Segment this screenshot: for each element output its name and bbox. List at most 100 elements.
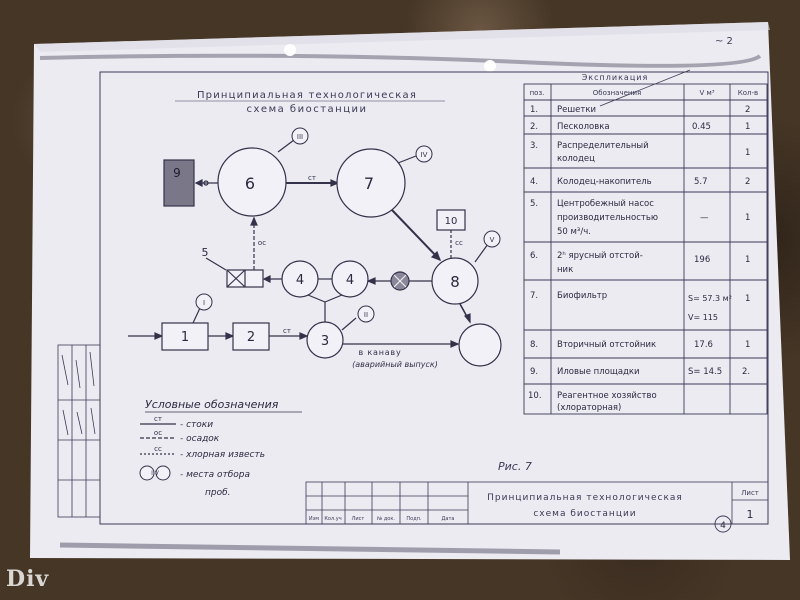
col-header-volume: V м³ (699, 89, 714, 97)
legend-title: Условные обозначения (145, 398, 279, 411)
col-header-qty: Кол-в (738, 89, 758, 97)
legend-text-sampling: - места отбора (180, 470, 250, 480)
arrow-head (430, 250, 442, 262)
sample-marker-V-label: V (490, 236, 495, 244)
table-row-vol-l2: V= 115 (688, 313, 718, 322)
table-row-name: Песколовка (557, 122, 610, 132)
node-4b-label: 4 (346, 273, 354, 288)
arrow-head (464, 313, 471, 324)
stamp-circle-number: 4 (720, 521, 726, 531)
table-row-name: Решетки (557, 105, 596, 115)
table-row-pos: 4. (530, 177, 538, 187)
table-row-qty: 1 (745, 255, 750, 265)
table-row-name-l1: 2ʰ ярусный отстой- (557, 251, 643, 261)
node-7-label: 7 (364, 174, 374, 193)
legend-symbol-os: ос (154, 429, 162, 437)
arrow-head (250, 216, 258, 226)
table-row-pos: 5. (530, 199, 538, 209)
table-row-vol: 196 (694, 255, 710, 265)
valve-cross (393, 274, 407, 288)
sample-marker-IV-label: IV (421, 151, 428, 159)
corner-mark: ~ 2 (715, 36, 733, 47)
table-row-qty: 1 (745, 294, 750, 304)
flow-label-cl: сс (455, 239, 463, 247)
node-1-label: 1 (181, 330, 189, 345)
table-row-pos: 3. (530, 141, 538, 151)
col-header-name: Обозначения (593, 89, 641, 97)
node-9-sludge-beds (163, 159, 195, 207)
node-10-label: 10 (445, 216, 458, 227)
table-row-name: Колодец-накопитель (557, 177, 652, 187)
node-2-label: 2 (247, 330, 255, 345)
legend-symbols (140, 423, 176, 455)
arrow-head (154, 332, 164, 340)
schematic (128, 139, 502, 367)
table-row-vol: 5.7 (694, 177, 708, 187)
legend-sample-marker-I (139, 465, 155, 481)
sample-marker-III-label: III (297, 133, 303, 141)
node-outfall (458, 323, 502, 367)
flow-label-st: ст (308, 174, 316, 182)
table-row-name: Вторичный отстойник (557, 340, 656, 350)
table-row-pos: 8. (530, 340, 538, 350)
table-row-name-l2: производительностью (557, 213, 658, 223)
stamp-cell-label: Лист (352, 516, 365, 522)
marker-leader (397, 155, 417, 164)
table-row-pos: 2. (530, 122, 538, 132)
paper-shadow (34, 22, 770, 52)
sampling-markers (195, 127, 501, 323)
arrow-head (450, 340, 460, 348)
legend-text-sludge: - осадок (180, 434, 220, 444)
table-row-vol: — (700, 213, 709, 223)
node-3-distribution-well (306, 321, 344, 359)
table-row-name-l2: (хлораторная) (557, 403, 621, 413)
marker-leader (192, 307, 201, 324)
legend-text-effluent: - стоки (180, 420, 213, 430)
arrow-head (225, 332, 235, 340)
table-row-vol: 17.6 (694, 340, 713, 350)
stamp-cell-label: Кол.уч (324, 516, 341, 522)
node-1-screens (161, 322, 209, 351)
legend-text-chlorine: - хлорная известь (180, 450, 265, 460)
flow-junction (203, 180, 209, 186)
top-edge-smudge (39, 53, 762, 68)
table-row-qty: 1 (745, 213, 750, 223)
node-6-label: 6 (245, 174, 255, 193)
node-4a-label: 4 (296, 273, 304, 288)
flow-label-st: ст (283, 327, 291, 335)
legend-symbol-st: ст (154, 415, 162, 423)
paper-sheet (30, 22, 790, 560)
diagram-title-line2: схема биостанции (247, 104, 368, 115)
node-5-leader (205, 257, 227, 271)
punch-hole (484, 60, 496, 72)
table-header-title: Экспликация (582, 73, 649, 82)
arrow-head (299, 332, 309, 340)
explication-table (523, 83, 768, 415)
node-8-label: 8 (450, 273, 460, 291)
table-row-name: Биофильтр (557, 291, 607, 301)
arrow-head (262, 275, 271, 283)
node-3-label: 3 (321, 334, 329, 349)
stamp-cell-label: Подп. (406, 516, 422, 522)
col-header-pos: поз. (530, 89, 545, 97)
stamp-sheet-label: Лист (741, 489, 759, 497)
sample-marker-II (357, 305, 375, 323)
table-row-vol: S= 14.5 (688, 367, 722, 377)
node-7-biofilter (336, 148, 406, 218)
table-row-pos: 1. (530, 105, 538, 115)
legend-symbol-markers: I V (151, 470, 160, 477)
node-9-label: 9 (173, 166, 181, 180)
punch-hole (284, 44, 296, 56)
table-row-name: Иловые площадки (557, 367, 640, 377)
stamp-cell-label: № док. (377, 516, 395, 522)
arrow-head (366, 277, 376, 285)
stamp-cell-label: Дата (442, 516, 455, 522)
pump-cross (226, 269, 246, 288)
table-row-name-l1: Центробежный насос (557, 199, 654, 209)
table-row-pos: 10. (528, 391, 542, 401)
outfall-label-line2: (аварийный выпуск) (352, 360, 438, 369)
sample-marker-II-label: II (364, 311, 368, 319)
sample-marker-IV (415, 145, 433, 163)
left-binding-strip (57, 344, 101, 518)
